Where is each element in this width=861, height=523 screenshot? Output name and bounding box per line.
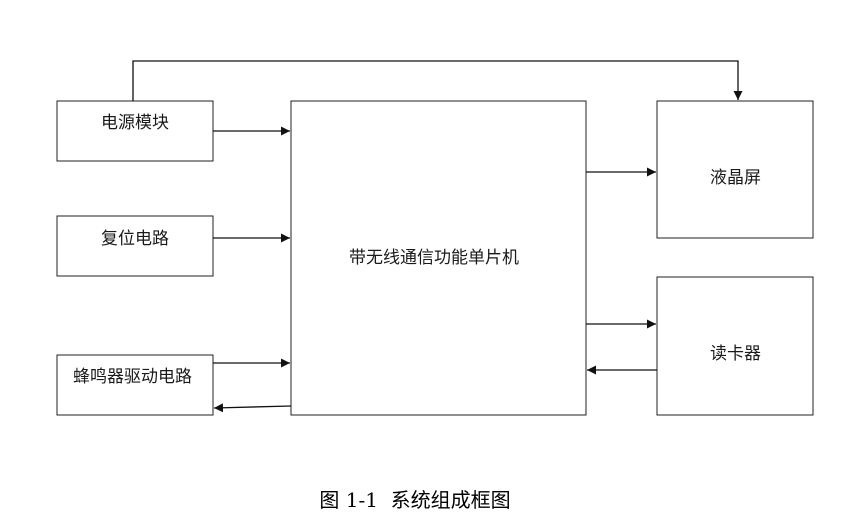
lcd-block: 液晶屏	[656, 100, 814, 239]
card-reader-block: 读卡器	[656, 276, 814, 416]
lcd-label: 液晶屏	[710, 168, 761, 188]
reset-circuit-label: 复位电路	[101, 229, 169, 249]
figure-caption: 图 1-1 系统组成框图	[319, 488, 511, 512]
arrow-mcu-to-buzzer	[213, 403, 292, 413]
reset-circuit-block: 复位电路	[56, 215, 214, 277]
mcu-block: 带无线通信功能单片机	[290, 100, 587, 416]
power-module-block: 电源模块	[56, 100, 214, 162]
mcu-label: 带无线通信功能单片机	[349, 248, 519, 268]
power-module-label: 电源模块	[101, 113, 169, 133]
card-reader-label: 读卡器	[710, 344, 761, 364]
buzzer-driver-label: 蜂鸣器驱动电路	[73, 367, 192, 387]
arrow-power-to-lcd	[132, 60, 743, 101]
buzzer-driver-block: 蜂鸣器驱动电路	[56, 354, 214, 416]
